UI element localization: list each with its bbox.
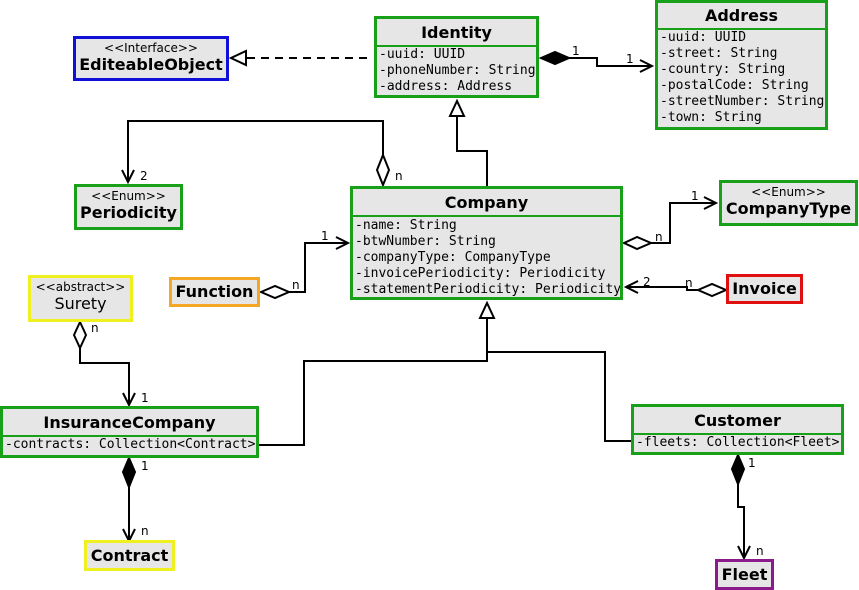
stereotype: <<Interface>> [104, 41, 198, 55]
attribute: -statementPeriodicity: Periodicity [355, 282, 620, 297]
attribute-list: -uuid: UUID -phoneNumber: String -addres… [377, 45, 536, 95]
class-invoice[interactable]: Invoice [726, 274, 803, 304]
class-function[interactable]: Function [169, 277, 260, 307]
class-name: Company [444, 193, 529, 212]
stereotype: <<Enum>> [91, 189, 166, 203]
generalization-arrowhead-identity [448, 98, 466, 117]
attribute-list: -fleets: Collection<Fleet> [634, 433, 841, 451]
aggregation-company-companytype [651, 202, 716, 244]
class-name: Surety [54, 294, 107, 313]
attribute: -country: String [660, 62, 786, 77]
class-name: CompanyType [725, 199, 852, 218]
multiplicity-label: n [395, 169, 403, 183]
enum-periodicity[interactable]: <<Enum>> Periodicity [74, 184, 183, 230]
attribute: -street: String [660, 46, 778, 61]
class-name: InsuranceCompany [43, 413, 216, 432]
attribute: -postalCode: String [660, 78, 809, 93]
aggregation-diamond-periodicity [375, 152, 391, 188]
class-name: Address [704, 6, 779, 25]
composition-customer-fleet [737, 484, 745, 558]
class-name: Function [175, 282, 254, 301]
generalization-arrowhead-company [478, 300, 496, 319]
attribute: -uuid: UUID [660, 30, 747, 45]
aggregation-diamond-companytype [621, 235, 654, 251]
aggregation-surety-insurance [79, 348, 130, 405]
multiplicity-label: n [91, 321, 99, 335]
attribute: -invoicePeriodicity: Periodicity [355, 266, 606, 281]
realization-arrowhead [228, 49, 247, 67]
class-fleet[interactable]: Fleet [715, 559, 774, 590]
multiplicity-label: n [141, 524, 149, 538]
generalization-insurance-company [258, 318, 488, 446]
multiplicity-label: n [756, 544, 764, 558]
attribute: -fleets: Collection<Fleet> [636, 435, 840, 450]
stereotype: <<Enum>> [751, 185, 826, 199]
class-contract[interactable]: Contract [84, 540, 175, 571]
class-name: Fleet [721, 565, 768, 584]
multiplicity-label: n [292, 278, 300, 292]
abstract-surety[interactable]: <<abstract>> Surety [28, 275, 133, 322]
stereotype: <<abstract>> [35, 280, 126, 294]
aggregation-function-company [289, 242, 348, 293]
attribute: -contracts: Collection<Contract> [5, 437, 256, 452]
multiplicity-label: 1 [141, 391, 149, 405]
attribute: -streetNumber: String [660, 94, 825, 109]
composition-diamond-address [538, 50, 572, 66]
attribute-list: -uuid: UUID -street: String -country: St… [658, 28, 825, 126]
class-identity[interactable]: Identity -uuid: UUID -phoneNumber: Strin… [374, 16, 539, 98]
generalization-company-identity [456, 116, 488, 186]
class-customer[interactable]: Customer -fleets: Collection<Fleet> [631, 404, 844, 455]
multiplicity-label: n [685, 276, 693, 290]
class-company[interactable]: Company -name: String -btwNumber: String… [350, 186, 623, 300]
composition-identity-address [569, 57, 652, 67]
attribute: -companyType: CompanyType [355, 250, 551, 265]
aggregation-invoice-company [626, 286, 698, 291]
aggregation-company-periodicity [127, 120, 384, 182]
class-name: Invoice [732, 279, 797, 298]
attribute: -town: String [660, 110, 762, 125]
class-address[interactable]: Address -uuid: UUID -street: String -cou… [655, 0, 828, 130]
interface-editeableobject[interactable]: <<Interface>> EditeableObject [73, 36, 229, 81]
class-name: Identity [421, 23, 492, 42]
class-name: Customer [694, 411, 781, 430]
multiplicity-label: n [655, 230, 663, 244]
multiplicity-label: 2 [643, 275, 651, 289]
aggregation-diamond-surety [72, 319, 88, 351]
multiplicity-label: 2 [140, 169, 148, 183]
class-name: Contract [90, 546, 169, 565]
attribute: -uuid: UUID [379, 47, 466, 62]
multiplicity-label: 1 [748, 456, 756, 470]
multiplicity-label: 1 [141, 459, 149, 473]
class-insurancecompany[interactable]: InsuranceCompany -contracts: Collection<… [0, 406, 259, 458]
composition-diamond-contract [121, 455, 137, 490]
attribute: -btwNumber: String [355, 234, 496, 249]
multiplicity-label: 1 [626, 52, 634, 66]
multiplicity-label: 1 [691, 189, 699, 203]
attribute: -name: String [355, 218, 457, 233]
enum-companytype[interactable]: <<Enum>> CompanyType [719, 180, 858, 226]
multiplicity-label: 1 [321, 229, 329, 243]
composition-diamond-fleet [730, 452, 746, 487]
attribute: -address: Address [379, 79, 513, 94]
class-name: EditeableObject [79, 55, 223, 74]
class-name: Periodicity [80, 203, 177, 222]
aggregation-diamond-invoice [695, 282, 729, 298]
generalization-customer-company [487, 351, 632, 442]
attribute: -phoneNumber: String [379, 63, 536, 78]
multiplicity-label: 1 [572, 44, 580, 58]
aggregation-diamond-function [258, 284, 292, 300]
attribute-list: -name: String -btwNumber: String -compan… [353, 215, 620, 298]
attribute-list: -contracts: Collection<Contract> [3, 435, 256, 453]
